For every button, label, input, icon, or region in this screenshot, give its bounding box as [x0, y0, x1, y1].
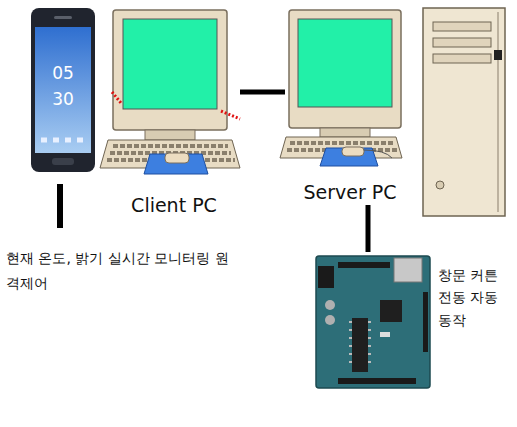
tower-port — [494, 50, 502, 60]
mouse — [342, 147, 364, 156]
monitor-stand — [320, 128, 370, 137]
chip-pins — [349, 322, 371, 362]
mouse-pad — [320, 148, 378, 166]
mouse — [165, 153, 189, 163]
capacitor — [325, 300, 335, 310]
monitor-screen — [123, 19, 217, 109]
pc-node: Client PC — [108, 10, 240, 218]
pc-node: Server PC — [285, 10, 415, 205]
clock-digits: 30 — [44, 88, 82, 110]
pin-header — [423, 292, 428, 352]
usb-port — [394, 258, 422, 282]
node-label: Client PC — [131, 194, 217, 218]
clock-digits: 05 — [44, 62, 82, 84]
power-jack — [318, 266, 334, 288]
arduino-board-art — [316, 256, 430, 388]
connector-line — [366, 205, 371, 252]
monitor-stand — [145, 130, 195, 140]
drive-bay — [433, 38, 491, 47]
phone-speaker — [54, 16, 72, 19]
node-label: 창문 커튼 전동 자동 동작 — [438, 264, 508, 331]
tower-case — [423, 8, 505, 216]
signal-marks — [112, 92, 121, 103]
monitor-case — [289, 10, 401, 128]
tower-edge — [498, 12, 499, 212]
tower-body — [423, 8, 505, 216]
description-note: 현재 온도, 밝기 실시간 모니터링 원격제어 — [6, 246, 238, 296]
phone-body — [31, 8, 95, 172]
connector-line — [240, 90, 285, 95]
monitor-screen — [298, 19, 392, 107]
mouse-pad — [144, 154, 208, 174]
phone-icons — [41, 138, 83, 143]
pcb — [316, 256, 430, 388]
capacitor — [325, 315, 335, 325]
pin-header — [338, 378, 416, 384]
server-computer — [280, 10, 402, 166]
board-node: 창문 커튼 전동 자동 동작 — [310, 252, 512, 392]
smartphone — [31, 8, 95, 172]
monitor-case — [113, 10, 227, 130]
node-label: Server PC — [303, 181, 396, 205]
phone-screen — [35, 27, 91, 153]
pin-header — [338, 262, 390, 268]
signal-marks — [221, 111, 240, 119]
usb-chip — [380, 300, 402, 322]
mouse-cord — [364, 150, 392, 158]
crystal — [380, 332, 390, 337]
drive-bay — [433, 54, 491, 63]
client-computer — [100, 10, 240, 174]
microcontroller — [352, 318, 368, 372]
power-button — [436, 181, 444, 189]
phone-button — [52, 158, 74, 165]
drive-bay — [433, 22, 491, 31]
leader-line — [57, 184, 63, 228]
